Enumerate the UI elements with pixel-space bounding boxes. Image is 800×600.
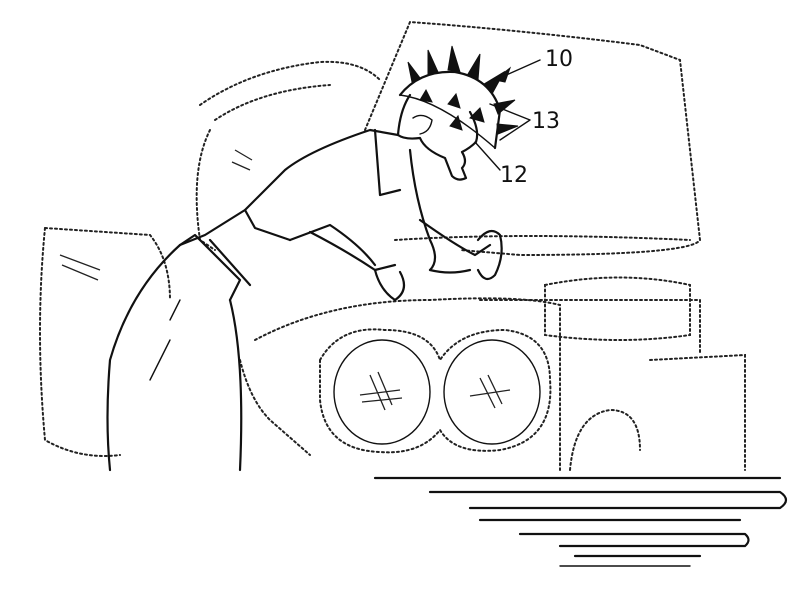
car-hood xyxy=(364,20,702,257)
leader-lines xyxy=(474,59,541,171)
ref-label-13: 13 xyxy=(532,109,560,134)
ref-label-10: 10 xyxy=(545,47,573,72)
ref-label-12: 12 xyxy=(500,163,528,188)
bumper xyxy=(373,476,788,567)
man-figure xyxy=(59,45,519,472)
headlights xyxy=(319,328,552,454)
